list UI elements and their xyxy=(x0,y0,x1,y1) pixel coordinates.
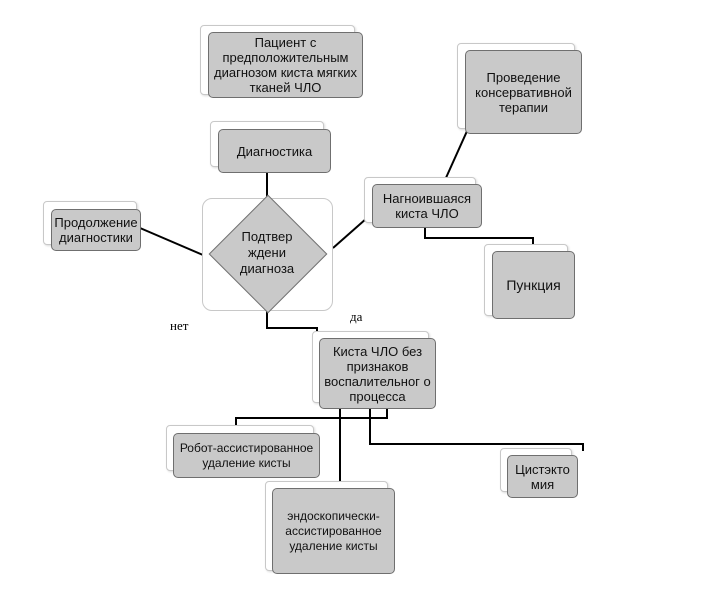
puncture-node: Пункция xyxy=(492,251,575,319)
suppurating-node: Нагноившаяся киста ЧЛО xyxy=(372,184,482,228)
endoscopic-node: эндоскопически-ассистированное удаление … xyxy=(272,488,395,574)
continue-node: Продолжение диагностики xyxy=(51,209,141,251)
cystectomy-node: Цистэкто мия xyxy=(507,455,578,498)
robot-node: Робот-ассистированное удаление кисты xyxy=(173,433,320,478)
patient-node: Пациент с предположительным диагнозом ки… xyxy=(208,32,363,98)
edge-label-no: нет xyxy=(170,318,189,333)
diagnostics-node: Диагностика xyxy=(218,129,331,173)
edge-label-yes: да xyxy=(350,309,363,324)
decision-label: Подтвер ждени диагноза xyxy=(239,229,295,276)
conservative-node: Проведение консервативной терапии xyxy=(465,50,582,134)
cyst-node: Киста ЧЛО без признаков воспалительног о… xyxy=(319,338,436,409)
